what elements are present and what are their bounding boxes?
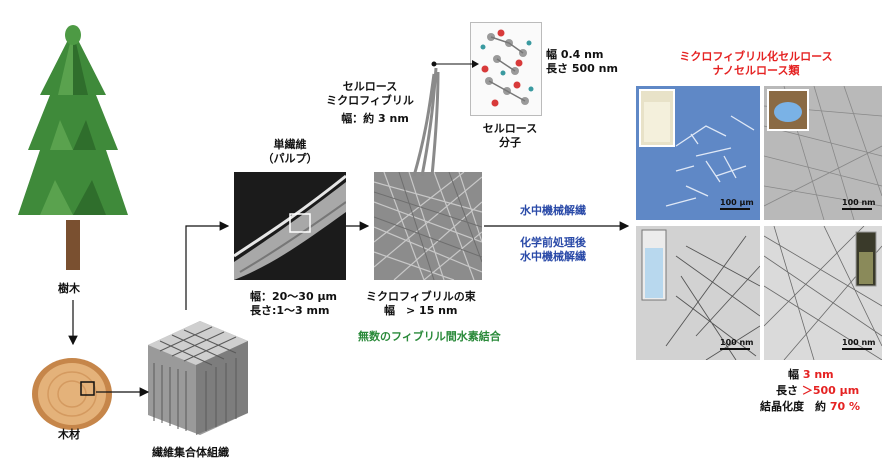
- result-cryst-row: 結晶化度 約 70 %: [760, 400, 860, 414]
- single-fiber-micrograph: [234, 172, 346, 280]
- single-fiber-title-2: （パルプ）: [262, 152, 318, 165]
- fiber-structure-label: 繊維集合体組織: [152, 446, 229, 459]
- product-micrograph-3: 100 nm: [636, 226, 760, 360]
- fiber-structure-illustration: [148, 321, 248, 435]
- scale-bar-4: 100 nm: [842, 338, 876, 350]
- scale-bar-1: 100 μm: [720, 198, 754, 210]
- scale-text-2: 100 nm: [842, 198, 876, 207]
- bundle-width: 幅 > 15 nm: [384, 304, 458, 317]
- scale-text-3: 100 nm: [720, 338, 754, 347]
- molecule-label-2: 分子: [499, 136, 521, 149]
- molecule-label-1: セルロース: [482, 122, 538, 135]
- wood-log-illustration: [32, 358, 112, 430]
- tree-illustration: [18, 25, 128, 270]
- microfibril-title-2: ミクロフィブリル: [326, 94, 414, 107]
- single-fiber-title-1: 単繊維: [273, 138, 307, 151]
- scale-bar-3: 100 nm: [720, 338, 754, 350]
- result-width-prefix: 幅: [788, 368, 799, 381]
- products-title-2: ナノセルロース類: [712, 64, 800, 77]
- molecule-width: 幅 0.4 nm: [546, 48, 604, 61]
- microfibril-bundle-micrograph: [374, 172, 482, 280]
- result-width-value: 3 nm: [802, 368, 834, 381]
- microfibril-title-1: セルロース: [342, 80, 398, 93]
- products-title-1: ミクロフィブリル化セルロース: [679, 50, 833, 63]
- product-micrograph-4: 100 nm: [764, 226, 882, 360]
- result-length-value: ＞500 μm: [801, 384, 860, 397]
- single-fiber-width: 幅：20～30 μm: [250, 290, 338, 303]
- bundle-label: ミクロフィブリルの束: [366, 290, 476, 303]
- scale-text-4: 100 nm: [842, 338, 876, 347]
- result-cryst-prefix: 結晶化度 約: [760, 400, 826, 413]
- result-length-prefix: 長さ: [776, 384, 798, 397]
- process-chem-label-1: 化学前処理後: [520, 236, 586, 249]
- single-fiber-length: 長さ:1～3 mm: [250, 304, 330, 317]
- process-chem-label-2: 水中機械解繊: [520, 250, 586, 263]
- result-width-row: 幅 3 nm: [788, 368, 834, 382]
- microfibril-strands: [412, 67, 440, 176]
- tree-label: 樹木: [58, 282, 80, 295]
- scale-bar-2: 100 nm: [842, 198, 876, 210]
- molecule-length: 長さ 500 nm: [546, 62, 618, 75]
- wood-label: 木材: [58, 428, 80, 441]
- microfibril-width: 幅：約 3 nm: [341, 112, 409, 125]
- arrow-structure-to-fiber: [185, 221, 230, 310]
- scale-text-1: 100 μm: [720, 198, 754, 207]
- process-mech-label: 水中機械解繊: [520, 204, 586, 217]
- product-micrograph-1: 100 μm: [636, 86, 760, 220]
- result-cryst-value: 70 %: [829, 400, 861, 413]
- hydrogen-bond-label: 無数のフィブリル間水素結合: [358, 330, 501, 343]
- molecule-pointer-arrow: [431, 60, 479, 68]
- product-micrograph-2: 100 nm: [764, 86, 882, 220]
- cellulose-molecule-image: [470, 22, 542, 116]
- result-length-row: 長さ ＞500 μm: [776, 384, 859, 398]
